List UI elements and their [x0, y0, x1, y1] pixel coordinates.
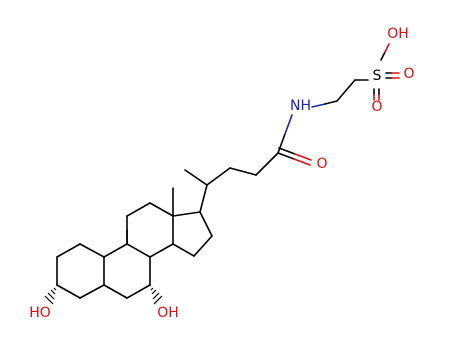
bond	[278, 147, 296, 155]
sulfonic-oh-label: OH	[387, 26, 409, 42]
sulfonyl-o-bottom-label: O	[371, 99, 382, 115]
bond	[199, 211, 213, 237]
bond	[324, 100, 338, 105]
bond	[311, 103, 326, 108]
bond	[56, 243, 81, 258]
bond	[277, 133, 286, 154]
bond	[229, 167, 257, 176]
bond	[206, 167, 231, 186]
bond	[277, 152, 295, 160]
bond	[172, 211, 201, 217]
bond	[149, 243, 174, 258]
bond	[56, 284, 81, 299]
hashed-wedge-7	[149, 285, 163, 305]
bond	[126, 202, 151, 217]
bond	[103, 284, 128, 299]
amide-nh-label: NH	[290, 98, 311, 114]
bond	[184, 169, 208, 186]
bond	[193, 235, 213, 257]
bond	[293, 158, 311, 166]
amide-o-label: O	[316, 156, 327, 172]
bond	[284, 114, 293, 135]
hydroxyl-7-label: OH	[157, 305, 179, 321]
bond	[384, 43, 390, 53]
bond-layer	[44, 43, 400, 305]
bond	[380, 51, 386, 61]
atom-label-layer: OH S O O NH O HO OH	[29, 26, 414, 321]
bond	[126, 243, 151, 258]
sulfonyl-o-right-label: O	[403, 66, 414, 82]
sulfur-label: S	[373, 68, 382, 84]
hydroxyl-3-label: HO	[29, 305, 51, 321]
bond	[255, 152, 279, 176]
bond	[149, 202, 174, 217]
bond	[172, 243, 195, 257]
bond	[199, 184, 208, 213]
bond	[336, 79, 356, 102]
bond	[79, 284, 105, 299]
bond	[79, 243, 105, 258]
bond	[126, 284, 151, 299]
hashed-wedge-3	[44, 285, 58, 305]
bond	[294, 153, 312, 161]
bond	[103, 243, 128, 258]
